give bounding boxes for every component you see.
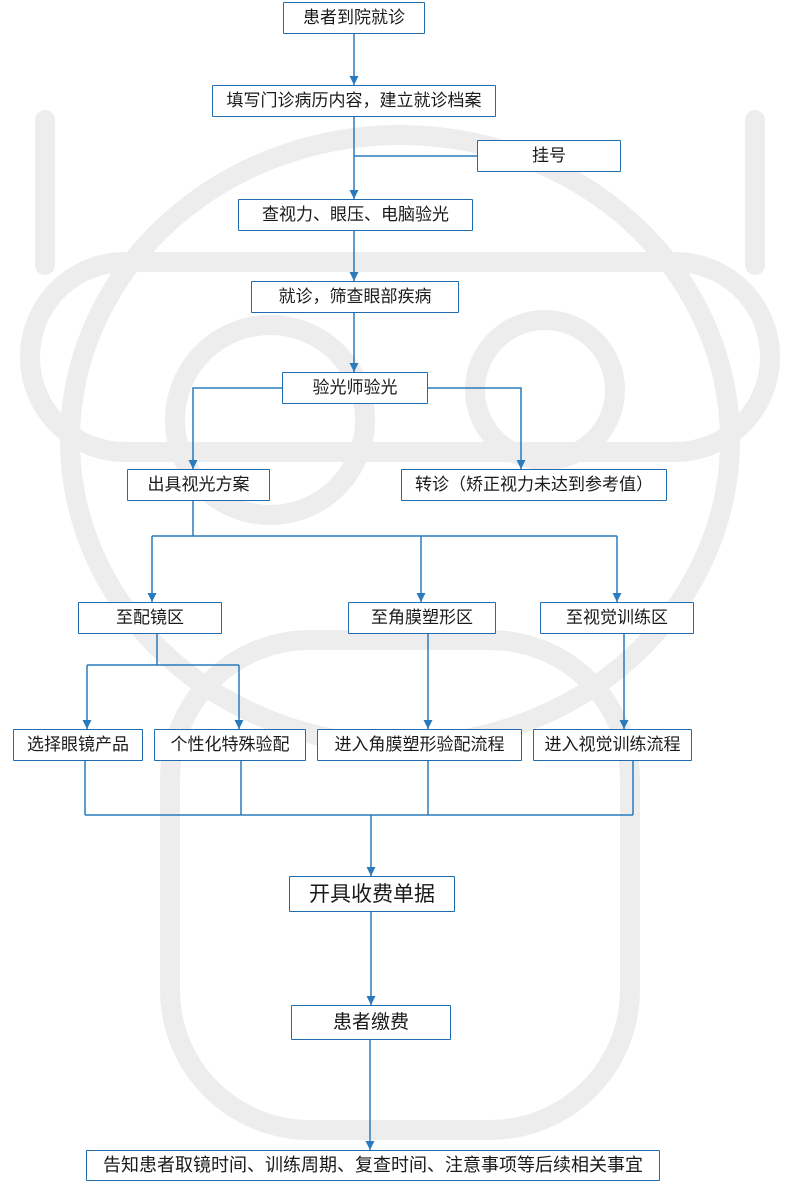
node-invoice: 开具收费单据	[289, 876, 455, 912]
node-ortho-process: 进入角膜塑形验配流程	[317, 729, 522, 761]
node-record: 填写门诊病历内容，建立就诊档案	[212, 85, 496, 117]
watermark-right-eye	[465, 310, 625, 470]
node-exam: 查视力、眼压、电脑验光	[238, 199, 473, 231]
node-vision-zone: 至视觉训练区	[540, 602, 694, 634]
arrow-refraction-to-referral	[428, 387, 526, 469]
node-register: 挂号	[477, 140, 621, 172]
node-ortho-zone: 至角膜塑形区	[348, 602, 496, 634]
arrow-refraction-to-plan	[188, 387, 282, 469]
node-arrival: 患者到院就诊	[283, 2, 425, 34]
node-diagnosis: 就诊，筛查眼部疾病	[251, 281, 459, 313]
watermark-left-eye	[165, 315, 375, 525]
node-choose-glasses: 选择眼镜产品	[13, 729, 143, 761]
node-custom-fitting: 个性化特殊验配	[154, 729, 306, 761]
node-payment: 患者缴费	[291, 1005, 451, 1040]
watermark-body	[160, 630, 640, 1140]
watermark-ear-band	[20, 252, 780, 462]
node-glasses-zone: 至配镜区	[78, 602, 222, 634]
node-notice: 告知患者取镜时间、训练周期、复查时间、注意事项等后续相关事宜	[86, 1150, 660, 1181]
node-referral: 转诊（矫正视力未达到参考值）	[401, 469, 667, 501]
node-refraction: 验光师验光	[282, 372, 428, 404]
node-plan: 出具视光方案	[127, 469, 270, 501]
node-vision-process: 进入视觉训练流程	[533, 729, 692, 761]
